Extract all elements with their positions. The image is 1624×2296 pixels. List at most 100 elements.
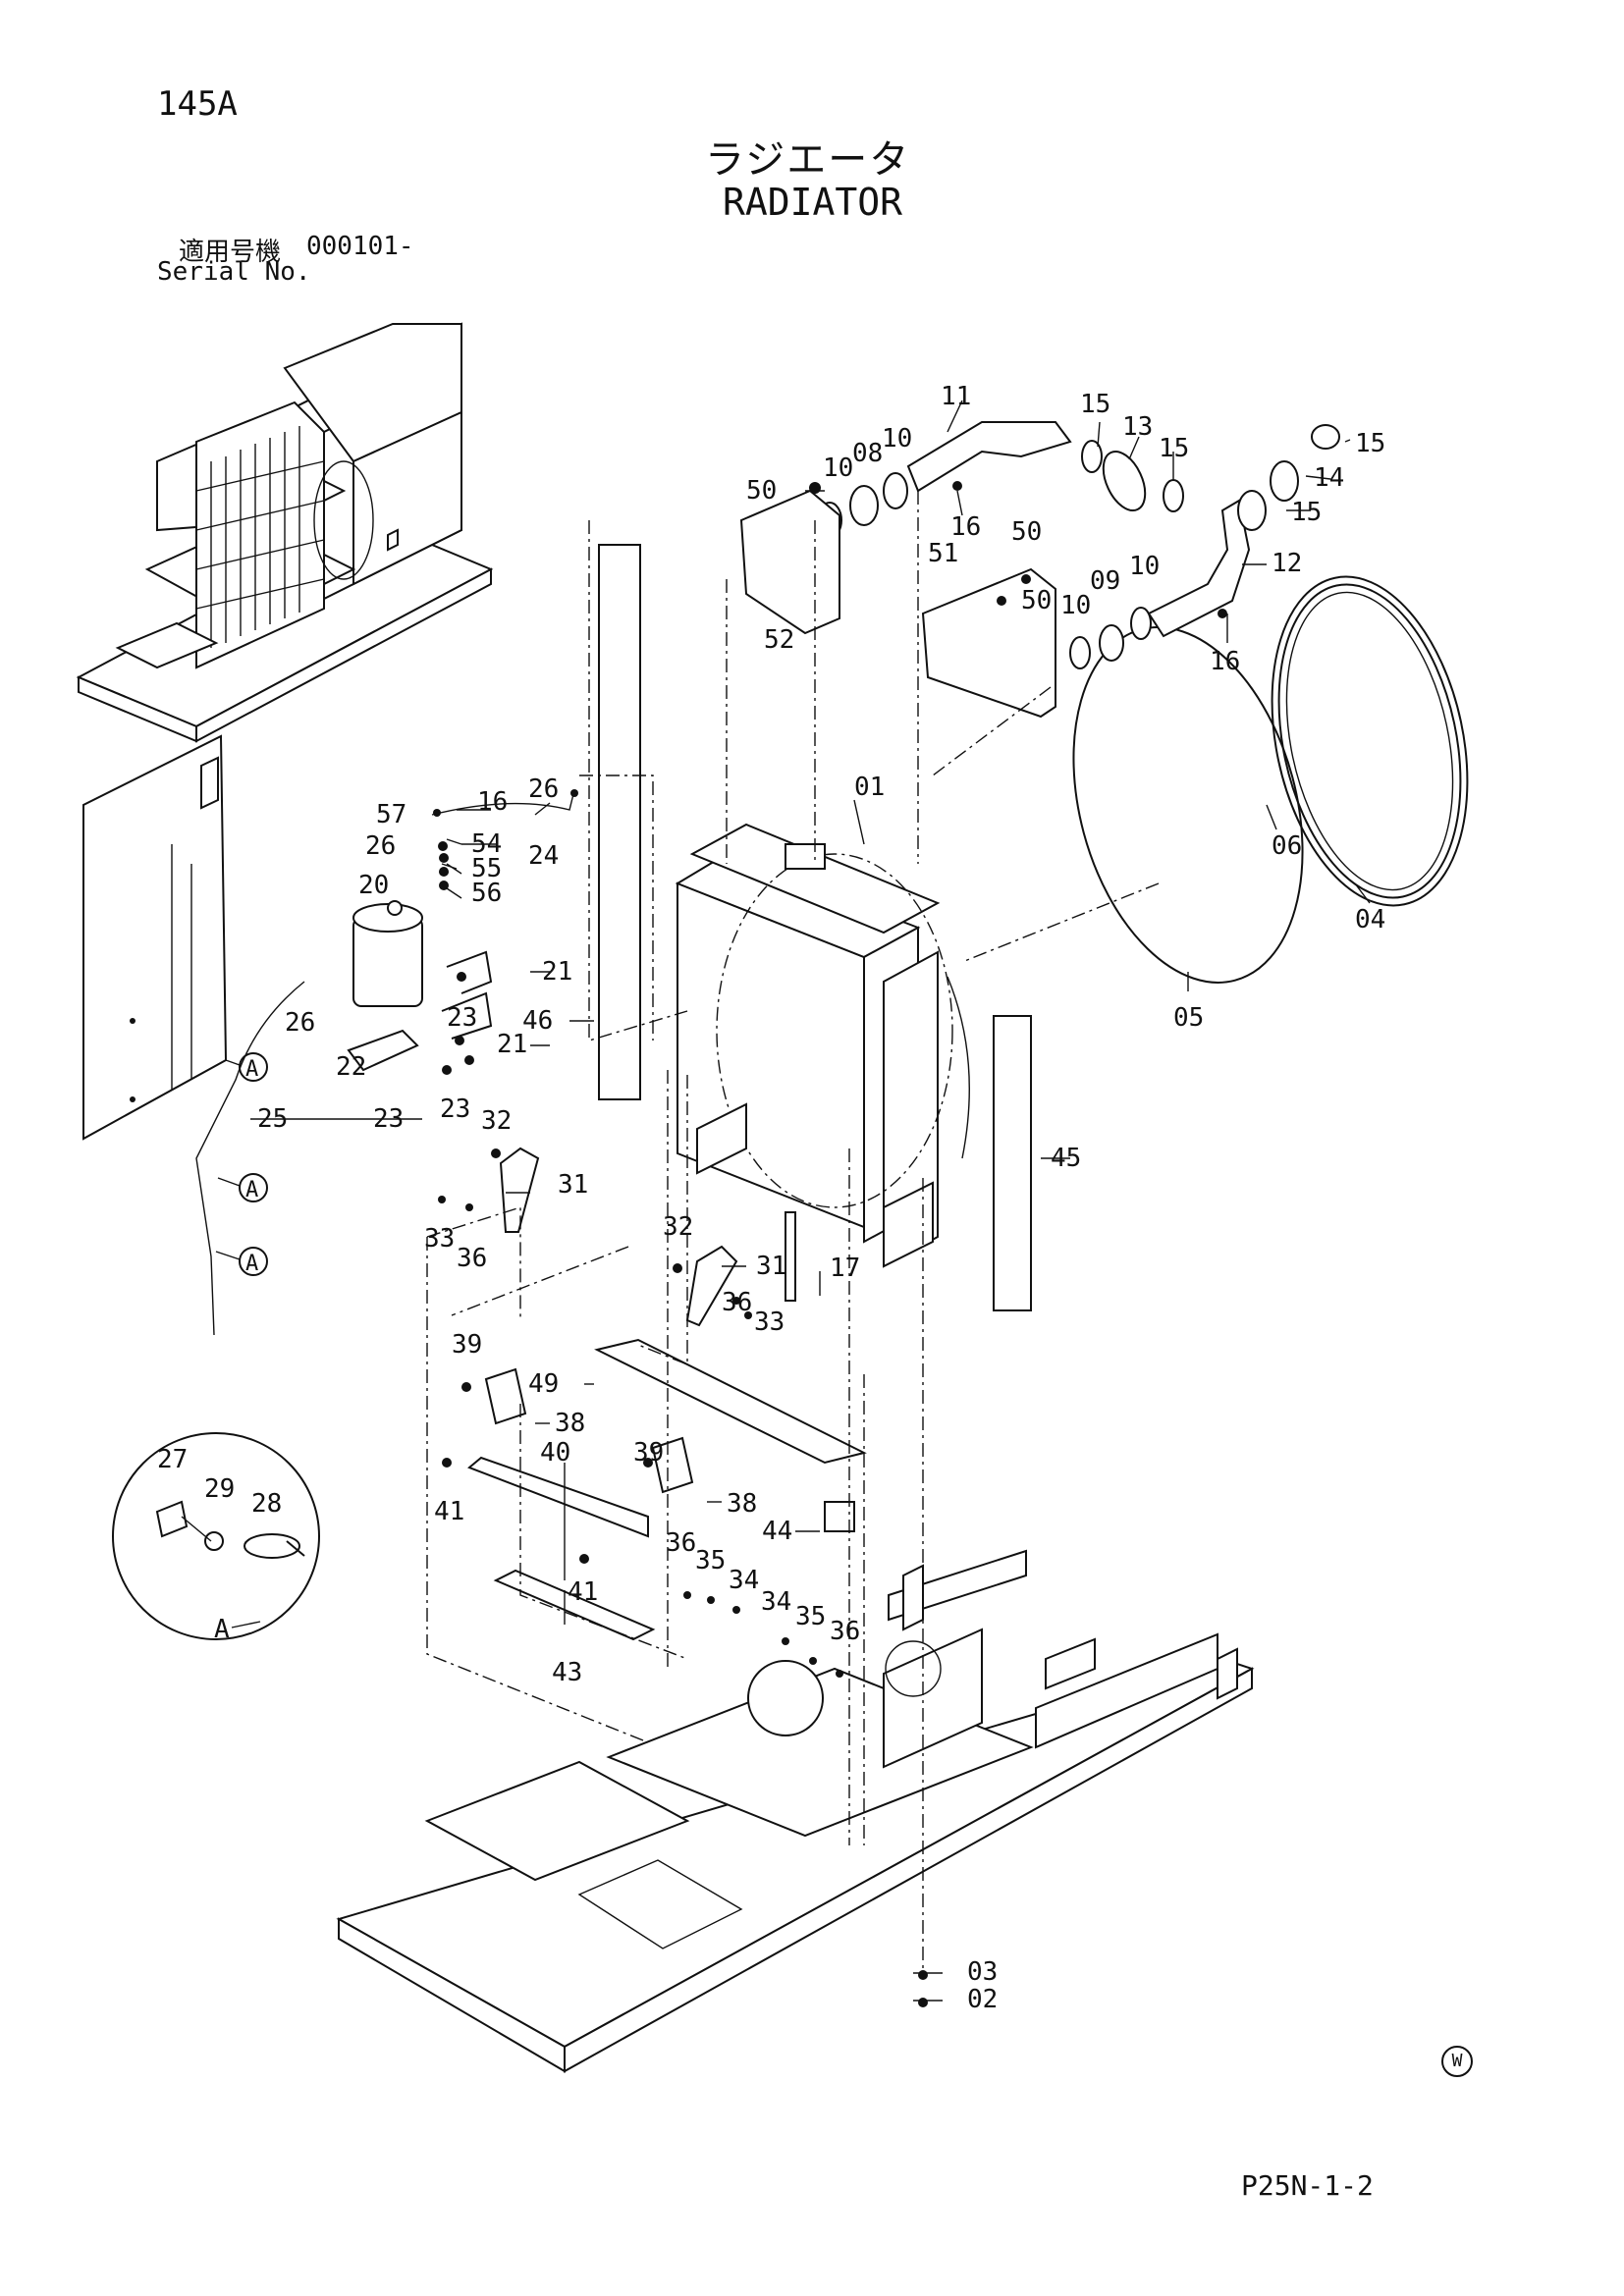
part-label-17: 17 bbox=[830, 1254, 860, 1283]
part-label-01: 01 bbox=[854, 773, 885, 802]
part-label-34a: 34 bbox=[729, 1566, 759, 1595]
machine-overview-illustration bbox=[76, 322, 494, 743]
part-label-12: 12 bbox=[1272, 549, 1302, 578]
part-label-46: 46 bbox=[522, 1006, 553, 1036]
hardware-bolts bbox=[438, 841, 928, 2007]
hoses-and-clamps bbox=[739, 421, 1340, 719]
part-label-32b: 32 bbox=[663, 1212, 693, 1242]
upper-frame bbox=[336, 1549, 1255, 2073]
part-label-06: 06 bbox=[1272, 831, 1302, 861]
part-label-33a: 33 bbox=[424, 1224, 455, 1254]
part-label-14: 14 bbox=[1314, 463, 1344, 493]
part-label-52: 52 bbox=[764, 625, 794, 655]
part-label-21a: 21 bbox=[542, 957, 572, 987]
part-label-20: 20 bbox=[358, 871, 389, 900]
part-label-36d: 36 bbox=[830, 1617, 860, 1646]
part-label-50b: 50 bbox=[1011, 517, 1042, 547]
part-label-29: 29 bbox=[204, 1474, 235, 1504]
part-number-labels: 01 02 03 04 05 06 08 09 10 10 10 10 11 1… bbox=[157, 382, 1385, 2014]
part-label-39a: 39 bbox=[452, 1330, 482, 1360]
part-label-10b: 10 bbox=[882, 424, 912, 454]
part-label-40: 40 bbox=[540, 1438, 570, 1468]
part-label-41a: 41 bbox=[434, 1497, 464, 1526]
part-label-10a: 10 bbox=[823, 454, 853, 483]
callout-a-3: A bbox=[245, 1252, 258, 1276]
part-label-10d: 10 bbox=[1129, 552, 1160, 581]
part-label-57: 57 bbox=[376, 800, 406, 829]
part-label-09: 09 bbox=[1090, 566, 1120, 596]
circled-w-mark: W bbox=[1441, 2046, 1473, 2077]
part-label-35a: 35 bbox=[695, 1546, 726, 1575]
title-english: RADIATOR bbox=[723, 181, 903, 224]
part-label-16c: 16 bbox=[477, 787, 508, 817]
part-label-32a: 32 bbox=[481, 1106, 512, 1136]
assembly-lines bbox=[426, 491, 1160, 1978]
part-label-45: 45 bbox=[1051, 1144, 1081, 1173]
part-label-36a: 36 bbox=[457, 1244, 487, 1273]
serial-label-japanese: 適用号機 bbox=[179, 238, 282, 267]
part-label-24: 24 bbox=[528, 841, 559, 871]
part-label-15b: 15 bbox=[1159, 434, 1189, 463]
part-label-11: 11 bbox=[941, 382, 971, 411]
part-label-44: 44 bbox=[762, 1517, 792, 1546]
page-number: 145A bbox=[157, 84, 238, 124]
part-label-27: 27 bbox=[157, 1445, 188, 1474]
part-label-04: 04 bbox=[1355, 905, 1385, 934]
part-label-36b: 36 bbox=[722, 1288, 752, 1317]
callout-a-1: A bbox=[245, 1057, 258, 1082]
part-label-56: 56 bbox=[471, 879, 502, 908]
part-label-23a: 23 bbox=[447, 1003, 477, 1033]
part-label-13: 13 bbox=[1122, 412, 1153, 442]
serial-number-value: 000101- bbox=[306, 232, 414, 261]
part-label-39b: 39 bbox=[633, 1438, 664, 1468]
part-label-26a: 26 bbox=[528, 774, 559, 804]
part-label-15c: 15 bbox=[1355, 429, 1385, 458]
part-label-43: 43 bbox=[552, 1658, 582, 1687]
part-label-38a: 38 bbox=[555, 1409, 585, 1438]
part-label-31b: 31 bbox=[756, 1252, 786, 1281]
part-label-22: 22 bbox=[336, 1052, 366, 1082]
part-label-02: 02 bbox=[967, 1985, 998, 2014]
part-label-54: 54 bbox=[471, 829, 502, 859]
part-label-23c: 23 bbox=[440, 1095, 470, 1124]
part-label-26c: 26 bbox=[285, 1008, 315, 1038]
part-label-41b: 41 bbox=[568, 1577, 598, 1607]
part-label-36c: 36 bbox=[666, 1528, 696, 1558]
part-label-21b: 21 bbox=[497, 1030, 527, 1059]
part-label-34b: 34 bbox=[761, 1587, 791, 1617]
part-label-23b: 23 bbox=[373, 1104, 404, 1134]
part-label-08: 08 bbox=[852, 439, 883, 468]
serial-label-english: Serial No. bbox=[157, 257, 311, 287]
drawing-code: P25N-1-2 bbox=[1241, 2169, 1374, 2202]
part-label-31a: 31 bbox=[558, 1170, 588, 1200]
side-cover-panel bbox=[82, 734, 228, 1141]
part-label-38b: 38 bbox=[727, 1489, 757, 1519]
part-label-55: 55 bbox=[471, 854, 502, 883]
part-label-16b: 16 bbox=[1210, 647, 1240, 676]
part-label-15a: 15 bbox=[1080, 390, 1110, 419]
title-japanese: ラジエータ bbox=[705, 137, 911, 183]
part-label-16a: 16 bbox=[950, 512, 981, 542]
detail-a-view: A bbox=[112, 1432, 320, 1644]
detail-a-label: A bbox=[214, 1615, 230, 1644]
part-label-28: 28 bbox=[251, 1489, 282, 1519]
part-label-10c: 10 bbox=[1060, 591, 1091, 620]
radiator-core bbox=[675, 823, 970, 1268]
part-label-03: 03 bbox=[967, 1957, 998, 1987]
part-label-49: 49 bbox=[528, 1369, 559, 1399]
reservoir-tank bbox=[195, 544, 1032, 1336]
part-label-35b: 35 bbox=[795, 1602, 826, 1631]
part-label-50a: 50 bbox=[746, 476, 777, 506]
part-label-25: 25 bbox=[257, 1104, 288, 1134]
leader-lines bbox=[250, 400, 1371, 2002]
stays-and-brackets bbox=[467, 1147, 867, 1641]
detail-a-callouts: A A A bbox=[215, 1052, 268, 1276]
part-label-26b: 26 bbox=[365, 831, 396, 861]
part-label-05: 05 bbox=[1173, 1003, 1204, 1033]
part-label-15d: 15 bbox=[1291, 498, 1322, 527]
callout-a-2: A bbox=[245, 1178, 258, 1202]
part-label-50c: 50 bbox=[1021, 586, 1052, 615]
part-label-51: 51 bbox=[928, 539, 958, 568]
seal-rings bbox=[1072, 575, 1469, 984]
